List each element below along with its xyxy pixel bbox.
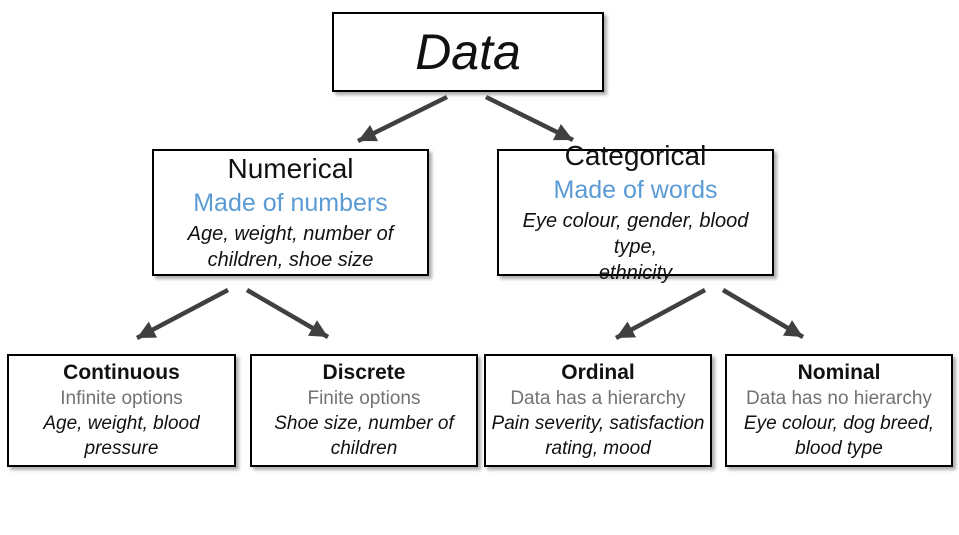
node-continuous-title: Continuous: [63, 361, 180, 385]
node-discrete-examples: Shoe size, number of children: [274, 413, 454, 459]
node-categorical-title: Categorical: [564, 140, 707, 172]
node-discrete-subtitle: Finite options: [307, 388, 421, 410]
node-continuous: Continuous Infinite options Age, weight,…: [7, 354, 236, 467]
node-numerical: Numerical Made of numbers Age, weight, n…: [152, 149, 429, 276]
node-continuous-examples: Age, weight, blood pressure: [43, 413, 200, 459]
node-ordinal-subtitle: Data has a hierarchy: [510, 388, 686, 410]
arrow-data-to-numerical: [357, 94, 448, 144]
node-ordinal: Ordinal Data has a hierarchy Pain severi…: [484, 354, 712, 467]
node-continuous-subtitle: Infinite options: [60, 388, 183, 410]
arrow-data-to-categorical: [485, 94, 574, 143]
node-numerical-title: Numerical: [227, 153, 354, 185]
node-nominal-examples: Eye colour, dog breed, blood type: [743, 413, 935, 459]
node-discrete: Discrete Finite options Shoe size, numbe…: [250, 354, 478, 467]
node-numerical-examples: Age, weight, number of children, shoe si…: [187, 222, 394, 271]
arrow-numerical-to-discrete: [245, 288, 330, 339]
arrow-categorical-to-nominal: [721, 288, 805, 339]
node-numerical-subtitle: Made of numbers: [193, 188, 388, 217]
node-nominal-title: Nominal: [797, 361, 881, 385]
node-nominal: Nominal Data has no hierarchy Eye colour…: [725, 354, 953, 467]
node-categorical-subtitle: Made of words: [553, 175, 718, 204]
node-ordinal-examples: Pain severity, satisfaction rating, mood: [491, 413, 705, 459]
node-categorical: Categorical Made of words Eye colour, ge…: [497, 140, 774, 284]
node-categorical-examples: Eye colour, gender, blood type, ethnicit…: [522, 209, 749, 284]
arrow-numerical-to-continuous: [135, 288, 230, 340]
node-data: Data: [332, 12, 604, 92]
node-nominal-subtitle: Data has no hierarchy: [746, 388, 932, 410]
node-ordinal-title: Ordinal: [561, 361, 635, 385]
arrow-categorical-to-ordinal: [614, 288, 707, 340]
node-data-title: Data: [415, 24, 521, 80]
node-discrete-title: Discrete: [322, 361, 406, 385]
